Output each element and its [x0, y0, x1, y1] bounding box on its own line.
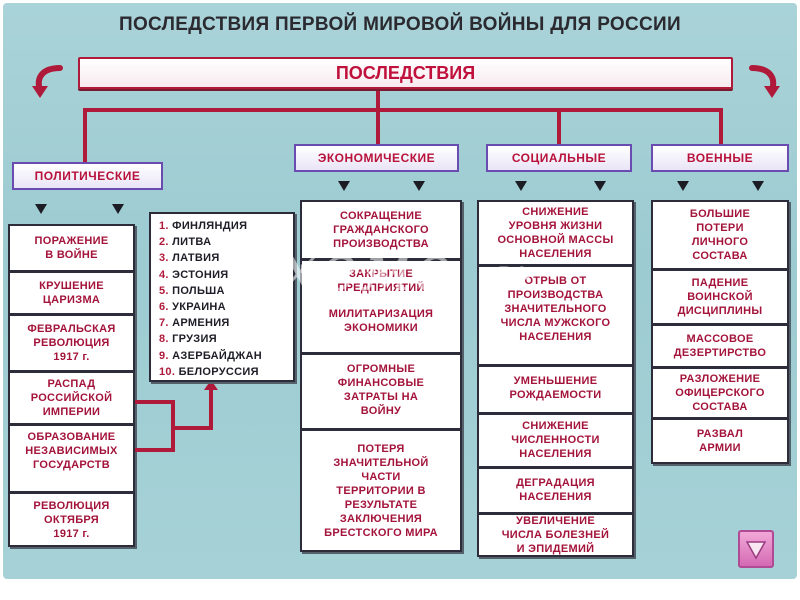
social-item: СНИЖЕНИЕ ЧИСЛЕННОСТИ НАСЕЛЕНИЯ — [511, 420, 600, 460]
political-column: ПОРАЖЕНИЕ В ВОЙНЕ КРУШЕНИЕ ЦАРИЗМА ФЕВРА… — [8, 224, 135, 547]
divider — [479, 412, 632, 415]
social-item: ОТРЫВ ОТ ПРОИЗВОДСТВА ЗНАЧИТЕЛЬНОГО ЧИСЛ… — [500, 275, 611, 343]
connector-line — [376, 108, 380, 146]
next-slide-button[interactable] — [738, 530, 774, 568]
military-item: ПАДЕНИЕ ВОИНСКОЙ ДИСЦИПЛИНЫ — [677, 277, 763, 317]
divider — [479, 466, 632, 469]
connector-line — [83, 108, 723, 112]
down-arrow-icon — [594, 181, 606, 191]
political-item: РАСПАД РОССИЙСКОЙ ИМПЕРИИ — [30, 378, 113, 418]
divider — [302, 428, 460, 431]
political-item: ОБРАЗОВАНИЕ НЕЗАВИСИМЫХ ГОСУДАРСТВ — [25, 431, 118, 471]
social-item: УВЕЛИЧЕНИЕ ЧИСЛА БОЛЕЗНЕЙ И ЭПИДЕМИЙ — [501, 515, 610, 555]
independent-states-list: 1. ФИНЛЯНДИЯ 2. ЛИТВА 3. ЛАТВИЯ 4. ЭСТОН… — [149, 212, 295, 382]
political-item: ПОРАЖЕНИЕ В ВОЙНЕ — [34, 235, 109, 261]
down-arrow-icon — [677, 181, 689, 191]
category-political: ПОЛИТИЧЕСКИЕ — [12, 162, 163, 190]
divider — [653, 268, 787, 271]
down-arrow-icon — [413, 181, 425, 191]
down-arrow-icon — [752, 181, 764, 191]
down-arrow-icon — [112, 204, 124, 214]
state-item: 1. ФИНЛЯНДИЯ — [159, 220, 248, 232]
page-title: ПОСЛЕДСТВИЯ ПЕРВОЙ МИРОВОЙ ВОЙНЫ ДЛЯ РОС… — [119, 14, 681, 35]
military-column: БОЛЬШИЕ ПОТЕРИ ЛИЧНОГО СОСТАВА ПАДЕНИЕ В… — [651, 200, 789, 464]
political-item: РЕВОЛЮЦИЯ ОКТЯБРЯ 1917 г. — [33, 499, 110, 540]
economic-item: МИЛИТАРИЗАЦИЯ ЭКОНОМИКИ — [328, 308, 434, 334]
economic-item: СОКРАЩЕНИЕ ГРАЖДАНСКОГО ПРОИЗВОДСТВА — [333, 210, 429, 250]
down-arrow-icon — [515, 181, 527, 191]
divider — [10, 270, 133, 273]
curved-arrow-right-icon — [749, 65, 780, 98]
triangle-down-icon — [745, 541, 767, 560]
social-item: УМЕНЬШЕНИЕ РОЖДАЕМОСТИ — [509, 375, 602, 401]
economic-item: ПОТЕРЯ ЗНАЧИТЕЛЬНОЙ ЧАСТИ ТЕРРИТОРИИ В Р… — [324, 442, 438, 539]
bracket-arrow — [135, 380, 218, 452]
state-item: 6. УКРАИНА — [159, 301, 226, 314]
divider — [10, 313, 133, 316]
down-arrow-icon — [35, 204, 47, 214]
military-item: РАЗЛОЖЕНИЕ ОФИЦЕРСКОГО СОСТАВА — [675, 373, 765, 413]
state-item: 10. БЕЛОРУССИЯ — [159, 365, 259, 378]
divider — [302, 258, 460, 261]
state-item: 5. ПОЛЬША — [159, 284, 225, 297]
state-item: 8. ГРУЗИЯ — [159, 333, 217, 346]
social-item: СНИЖЕНИЕ УРОВНЯ ЖИЗНИ ОСНОВНОЙ МАССЫ НАС… — [497, 206, 614, 260]
divider — [479, 512, 632, 515]
divider — [302, 352, 460, 355]
economic-item: ЗАКРЫТИЕ ПРЕДПРИЯТИЙ — [337, 268, 425, 294]
social-column: СНИЖЕНИЕ УРОВНЯ ЖИЗНИ ОСНОВНОЙ МАССЫ НАС… — [477, 200, 634, 557]
economic-column: СОКРАЩЕНИЕ ГРАЖДАНСКОГО ПРОИЗВОДСТВА ЗАК… — [300, 200, 462, 552]
connector-line — [83, 108, 87, 163]
state-item: 2. ЛИТВА — [159, 236, 212, 249]
divider — [653, 366, 787, 369]
down-arrow-icon — [338, 181, 350, 191]
divider — [10, 491, 133, 494]
divider — [10, 423, 133, 426]
connector-line — [719, 108, 723, 146]
divider — [653, 323, 787, 326]
divider — [479, 364, 632, 367]
military-item: БОЛЬШИЕ ПОТЕРИ ЛИЧНОГО СОСТАВА — [689, 208, 751, 262]
state-item: 9. АЗЕРБАЙДЖАН — [159, 349, 262, 362]
divider — [10, 370, 133, 373]
connector-line — [376, 91, 380, 110]
political-item: КРУШЕНИЕ ЦАРИЗМА — [39, 280, 104, 306]
political-item: ФЕВРАЛЬСКАЯ РЕВОЛЮЦИЯ 1917 г. — [27, 323, 116, 363]
divider — [653, 417, 787, 420]
curved-arrow-left-icon — [32, 65, 63, 98]
economic-item: ОГРОМНЫЕ ФИНАНСОВЫЕ ЗАТРАТЫ НА ВОЙНУ — [337, 363, 425, 417]
connector-line — [557, 108, 561, 146]
category-military: ВОЕННЫЕ — [651, 144, 789, 172]
category-social: СОЦИАЛЬНЫЕ — [486, 144, 632, 172]
consequences-main-box: ПОСЛЕДСТВИЯ — [78, 57, 733, 89]
military-item: РАЗВАЛ АРМИИ — [696, 428, 744, 454]
category-economic: ЭКОНОМИЧЕСКИЕ — [294, 144, 459, 172]
military-item: МАССОВОЕ ДЕЗЕРТИРСТВО — [673, 333, 767, 359]
social-item: ДЕГРАДАЦИЯ НАСЕЛЕНИЯ — [516, 477, 595, 503]
state-item: 3. ЛАТВИЯ — [159, 252, 220, 265]
state-item: 7. АРМЕНИЯ — [159, 317, 230, 330]
divider — [479, 264, 632, 267]
state-item: 4. ЭСТОНИЯ — [159, 268, 229, 281]
